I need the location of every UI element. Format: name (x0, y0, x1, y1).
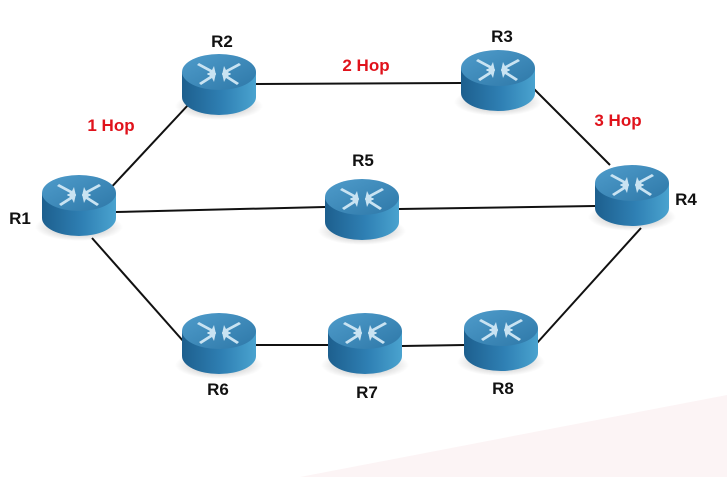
link-r8-r4 (536, 227, 642, 344)
router-label-r7: R7 (356, 383, 378, 402)
router-label-r5: R5 (352, 151, 374, 170)
router-icon (318, 179, 406, 245)
router-r6 (175, 313, 263, 379)
router-label-r1: R1 (9, 209, 31, 228)
router-r3 (454, 50, 542, 116)
router-r5 (318, 179, 406, 245)
router-icon (35, 175, 123, 241)
router-icon (175, 313, 263, 379)
router-label-r2: R2 (211, 32, 233, 51)
router-label-r6: R6 (207, 380, 229, 399)
link-r1-r6 (91, 237, 185, 343)
router-icon (588, 165, 676, 231)
hop-label: 2 Hop (342, 56, 389, 75)
link-r1-r5 (115, 206, 326, 213)
hop-label: 1 Hop (87, 116, 134, 135)
router-label-r4: R4 (675, 190, 697, 209)
router-label-r3: R3 (491, 27, 513, 46)
link-r2-r3 (255, 82, 462, 85)
link-r5-r4 (398, 205, 596, 210)
router-icon (454, 50, 542, 116)
router-r4 (588, 165, 676, 231)
background-accent-shape (300, 395, 727, 477)
router-label-r8: R8 (492, 379, 514, 398)
router-r8 (457, 310, 545, 376)
hop-label: 3 Hop (594, 111, 641, 130)
links-layer (91, 82, 642, 347)
router-icon (321, 313, 409, 379)
router-r2 (175, 54, 263, 120)
router-r7 (321, 313, 409, 379)
router-r1 (35, 175, 123, 241)
link-r3-r4 (533, 88, 611, 166)
router-icon (457, 310, 545, 376)
link-r7-r8 (401, 344, 466, 347)
nodes-layer (35, 50, 676, 379)
router-icon (175, 54, 263, 120)
